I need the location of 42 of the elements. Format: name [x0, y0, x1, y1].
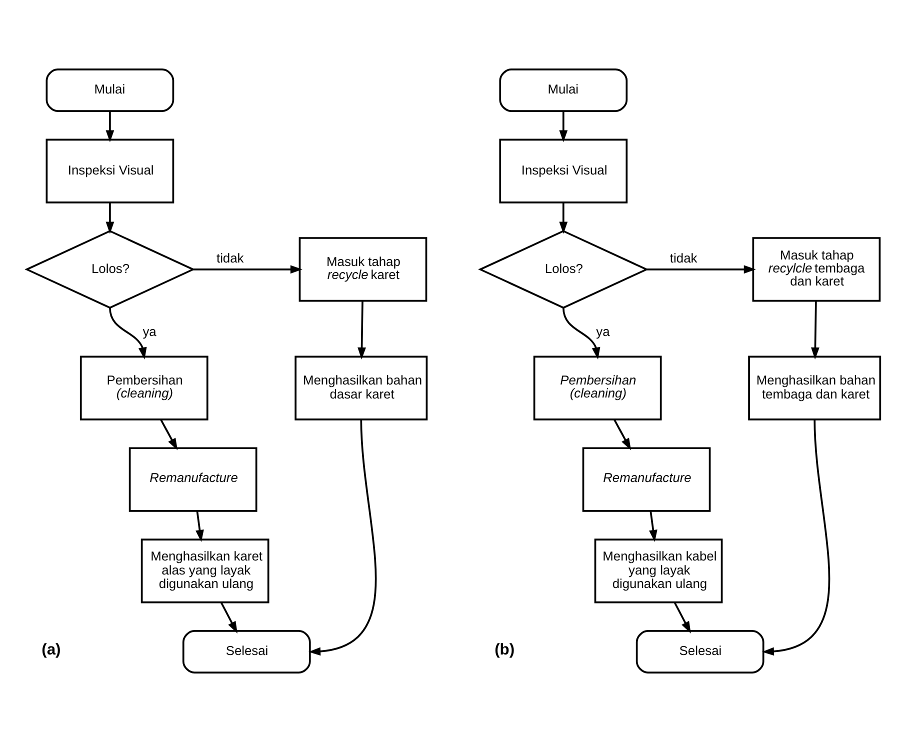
node-box: Inspeksi Visual: [46, 138, 174, 203]
arrow: [193, 264, 302, 274]
arrow: [196, 510, 204, 542]
node-box: Menghasilkan bahan dasar karet: [294, 355, 428, 420]
node-box: Selesai: [636, 630, 764, 673]
node-box: Pembersihan (cleaning): [533, 355, 662, 420]
node-box: Menghasilkan kabel yang layak digunakan ulang: [594, 538, 723, 603]
node-box: Mulai: [46, 68, 174, 112]
node-box: Masuk tahap recycle karet: [298, 236, 428, 302]
arrow: [613, 418, 632, 450]
node-box: Mulai: [499, 68, 628, 112]
arrow: [559, 110, 568, 142]
node-box: Remanufacture: [582, 446, 711, 512]
label: (b): [494, 641, 515, 658]
arrow: [160, 418, 178, 450]
arrow: [649, 510, 658, 542]
arrow: [762, 418, 830, 656]
node-diamond: Lolos?: [478, 230, 649, 308]
node-box: Menghasilkan karet alas yang layak digunakan ulang: [140, 538, 270, 603]
arrow: [559, 202, 568, 234]
arrow: [358, 300, 366, 359]
edge-label: ya: [142, 324, 156, 339]
edge-label: tidak: [216, 250, 244, 266]
edge-label: ya: [596, 324, 610, 339]
label: (a): [42, 641, 61, 658]
arrow: [674, 602, 691, 633]
arrow: [646, 264, 756, 274]
arrow: [106, 110, 114, 142]
node-diamond: Lolos?: [24, 230, 196, 308]
node-box: Inspeksi Visual: [499, 138, 628, 203]
arrow: [562, 307, 600, 359]
arrow: [220, 602, 238, 633]
arrow: [811, 300, 820, 359]
arrow: [109, 307, 147, 359]
arrow: [308, 418, 377, 656]
edge-label: tidak: [670, 250, 698, 266]
node-box: Menghasilkan bahan tembaga dan karet: [748, 355, 882, 420]
arrow: [106, 202, 114, 234]
node-box: Pembersihan (cleaning): [80, 355, 208, 420]
node-box: Remanufacture: [128, 446, 258, 512]
node-box: Selesai: [182, 630, 311, 673]
node-box: Masuk tahap recylcle tembaga dan karet: [752, 236, 881, 302]
